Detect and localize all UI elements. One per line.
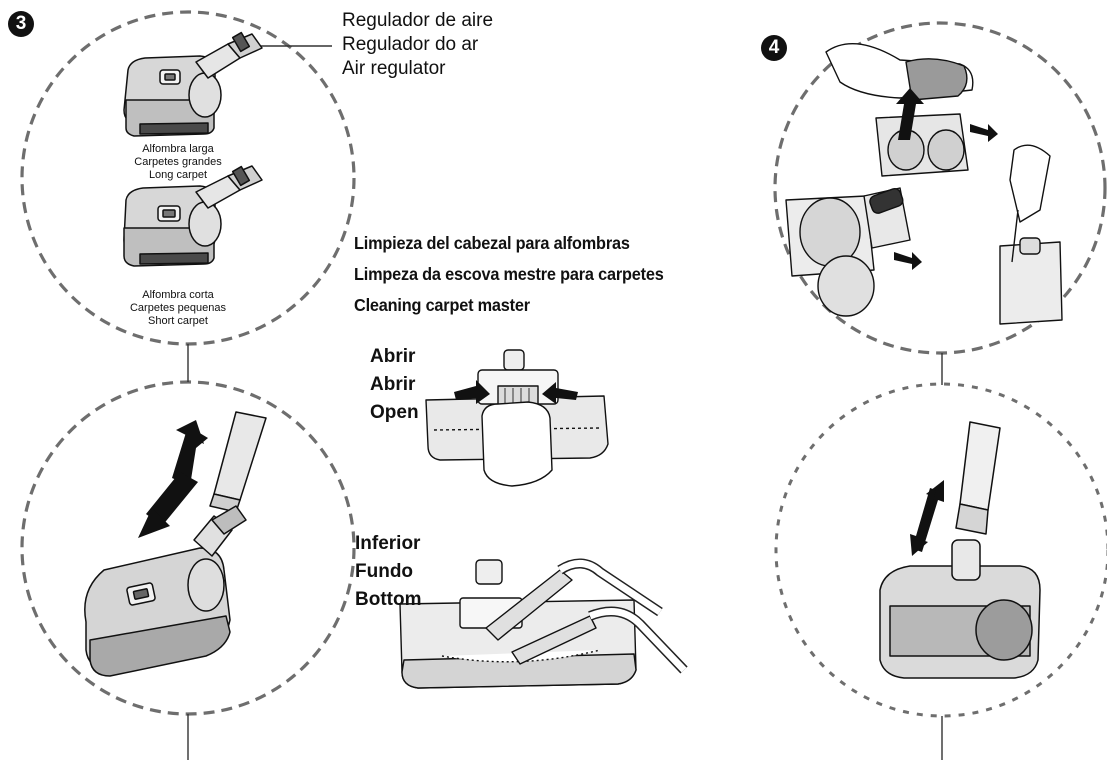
- open-label-es: Abrir: [370, 346, 416, 367]
- short-carpet-caption: Alfombra corta Carpetes pequenas Short c…: [118, 289, 238, 328]
- short-carpet-es: Alfombra corta: [142, 289, 214, 301]
- short-carpet-nozzle-illustration: [123, 165, 263, 267]
- air-regulator-callout: Regulador de aire Regulador do ar Air re…: [342, 9, 493, 81]
- double-arrow-icon: [910, 480, 944, 556]
- push-arrow-icon: [970, 124, 998, 142]
- up-arrow-icon: [896, 88, 924, 140]
- bottom-label: Inferior Fundo Bottom: [355, 530, 421, 614]
- bottom-label-en: Bottom: [355, 589, 422, 610]
- attach-nozzle-illustration: [84, 411, 267, 677]
- long-carpet-caption: Alfombra larga Carpetes grandes Long car…: [118, 143, 238, 182]
- cleaning-heading-pt: Limpeza da escova mestre para carpetes: [354, 264, 664, 284]
- long-carpet-en: Long carpet: [148, 169, 208, 181]
- step-4-number: 4: [768, 37, 780, 58]
- open-label-pt: Abrir: [370, 374, 416, 395]
- open-cover-illustration: [425, 349, 609, 487]
- bottom-cleaning-illustration: [399, 558, 688, 689]
- air-regulator-es: Regulador de aire: [342, 10, 494, 31]
- remove-brush-illustration: [785, 42, 1063, 325]
- step4-top-dashed-circle: [773, 21, 1107, 355]
- open-label-en: Open: [370, 402, 419, 423]
- step-3-number: 3: [15, 13, 27, 34]
- step-4-badge: 4: [761, 35, 787, 61]
- bottom-label-es: Inferior: [355, 533, 421, 554]
- short-carpet-en: Short carpet: [148, 315, 208, 327]
- cleaning-heading-es: Limpieza del cabezal para alfombras: [354, 233, 630, 253]
- air-regulator-pt: Regulador do ar: [342, 34, 479, 55]
- air-regulator-en: Air regulator: [342, 58, 446, 79]
- up-arrow-icon: [172, 420, 208, 486]
- down-arrow-icon: [138, 472, 198, 538]
- push-arrow-icon: [894, 252, 922, 270]
- long-carpet-es: Alfombra larga: [142, 143, 214, 155]
- cleaning-heading: Limpieza del cabezal para alfombras Limp…: [354, 228, 664, 321]
- long-carpet-pt: Carpetes grandes: [134, 156, 222, 168]
- cleaning-heading-en: Cleaning carpet master: [354, 295, 530, 315]
- press-arrow-right-icon: [542, 382, 578, 404]
- press-arrow-left-icon: [454, 380, 490, 404]
- bottom-label-pt: Fundo: [355, 561, 414, 582]
- attach-turbo-brush-illustration: [879, 421, 1041, 679]
- open-label: Abrir Abrir Open: [370, 343, 419, 427]
- short-carpet-pt: Carpetes pequenas: [129, 302, 226, 314]
- step-3-badge: 3: [8, 11, 34, 37]
- step4-bottom-dashed-circle: [774, 382, 1107, 718]
- long-carpet-nozzle-illustration: [123, 31, 263, 137]
